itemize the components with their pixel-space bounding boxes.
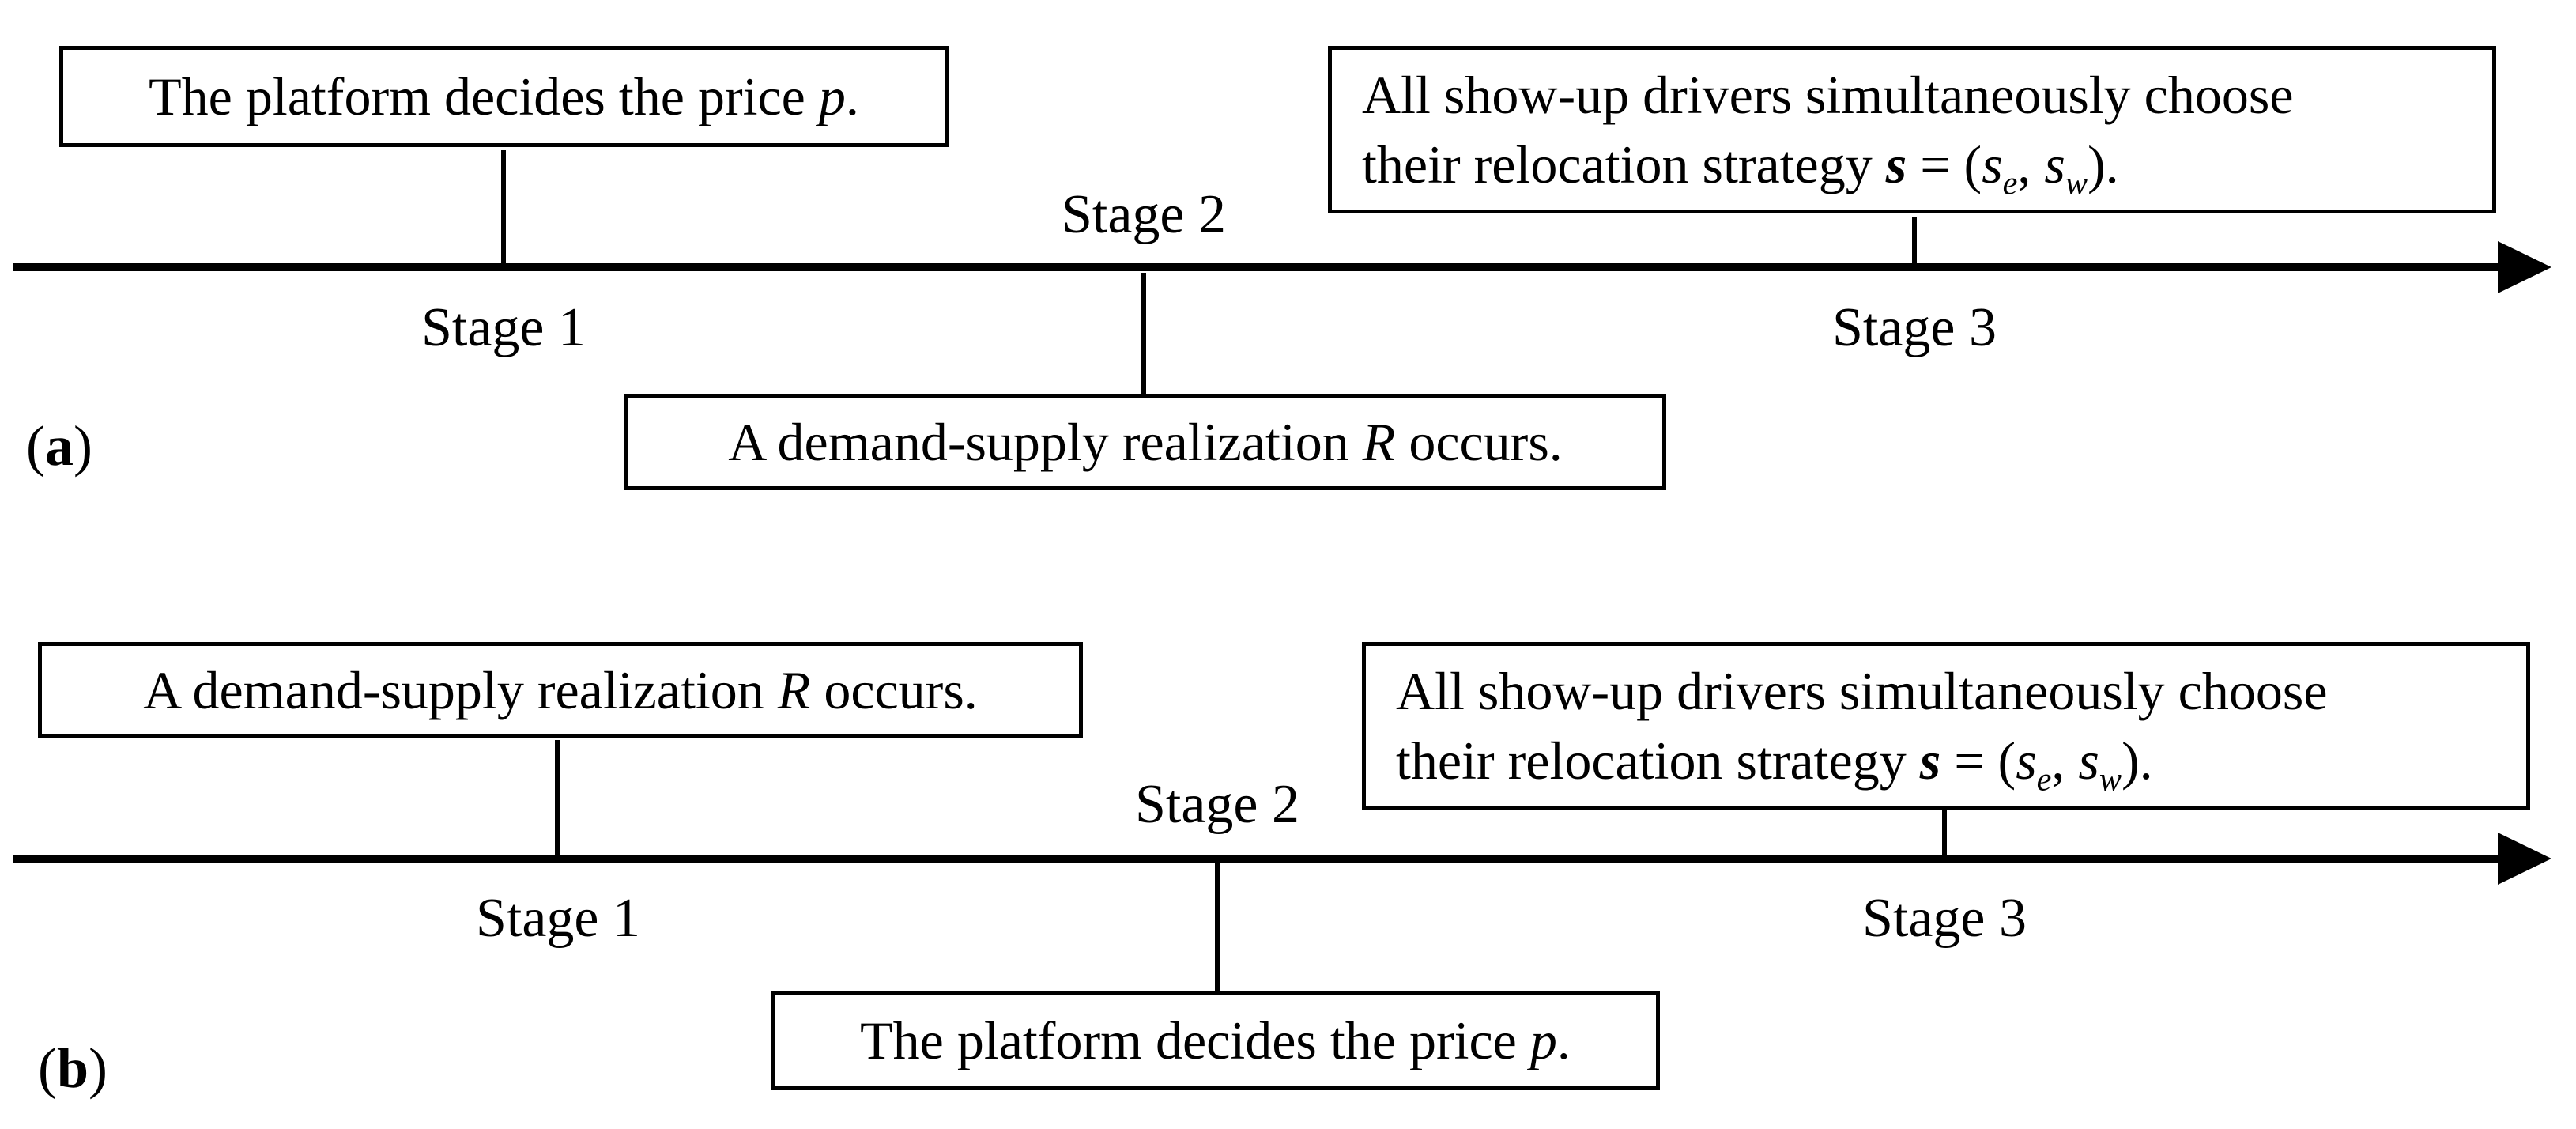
panel-b-label: (b) (38, 1036, 108, 1100)
event-text: The platform decides the price p. (860, 1010, 1571, 1070)
panel-b-event-box-demand-supply: A demand-supply realization R occurs. (38, 642, 1083, 738)
panel-b-timeline-arrowhead-icon (2498, 833, 2551, 885)
event-text: A demand-supply realization R occurs. (143, 659, 978, 720)
panel-b-stage-1-label: Stage 1 (475, 888, 641, 949)
panel-b-connector-stage1 (555, 740, 560, 855)
event-text: A demand-supply realization R occurs. (728, 411, 1563, 472)
panel-b-event-box-platform-price: The platform decides the price p. (771, 991, 1660, 1090)
event-text-line2: their relocation strategy s = (se, sw). (1396, 731, 2153, 799)
panel-a-connector-stage2 (1141, 273, 1146, 394)
panel-a-stage-1-label: Stage 1 (421, 297, 586, 358)
panel-a-connector-stage1 (501, 150, 506, 266)
event-text-line1: All show-up drivers simultaneously choos… (1362, 64, 2294, 125)
panel-a-event-box-platform-price: The platform decides the price p. (59, 46, 949, 147)
panel-a-timeline-arrowhead-icon (2498, 241, 2551, 293)
event-text-line1: All show-up drivers simultaneously choos… (1396, 660, 2328, 721)
panel-b-event-box-drivers-choose: All show-up drivers simultaneously choos… (1362, 642, 2530, 810)
panel-a-stage-2-label: Stage 2 (1061, 184, 1227, 245)
panel-a-stage-3-label: Stage 3 (1831, 297, 1997, 358)
panel-a-event-box-drivers-choose: All show-up drivers simultaneously choos… (1328, 46, 2496, 213)
panel-a-label: (a) (26, 414, 92, 478)
panel-a-timeline-axis (13, 263, 2503, 271)
panel-b-connector-stage3 (1942, 808, 1947, 855)
panel-a-event-box-demand-supply: A demand-supply realization R occurs. (624, 394, 1666, 490)
panel-a-connector-stage3 (1912, 217, 1917, 266)
event-text-line2: their relocation strategy s = (se, sw). (1362, 134, 2119, 202)
panel-b-stage-3-label: Stage 3 (1861, 888, 2027, 949)
panel-b-connector-stage2 (1215, 863, 1220, 991)
panel-b-timeline-axis (13, 855, 2503, 863)
event-text: The platform decides the price p. (149, 66, 859, 126)
panel-b-stage-2-label: Stage 2 (1134, 774, 1300, 835)
